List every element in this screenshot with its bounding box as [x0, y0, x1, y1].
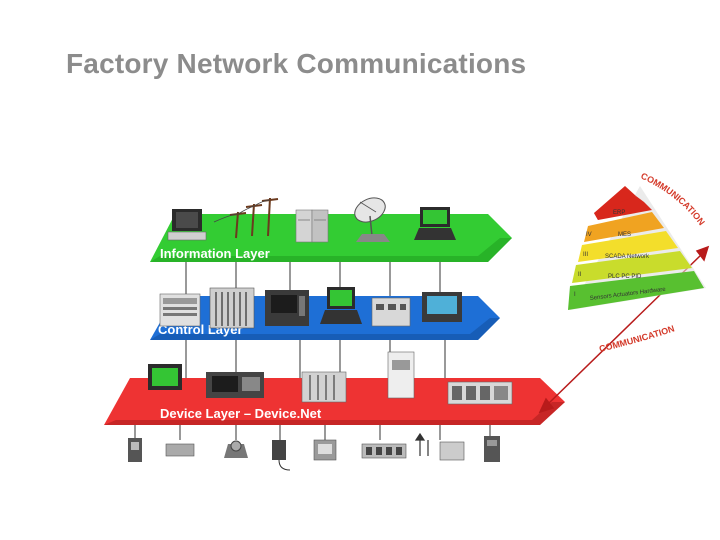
satellite-dish-icon	[354, 197, 390, 242]
server-icon	[295, 209, 329, 243]
motor-icon	[224, 440, 248, 458]
pyramid-arc-bottom: COMMUNICATION	[598, 323, 676, 354]
sensor-icon	[128, 438, 142, 462]
sensor-icon	[414, 432, 429, 456]
drive-icon	[387, 351, 415, 399]
pyramid-erp-label: ERP	[613, 210, 625, 216]
computer-icon	[167, 209, 207, 241]
plc-rack-icon	[209, 287, 255, 329]
pyramid-level-mes	[584, 212, 664, 242]
pyramid-level-sensors	[568, 271, 704, 310]
pyramid-mes-label: MES	[618, 232, 631, 238]
power-pole-icon	[213, 197, 279, 239]
information-layer-label: Information Layer	[160, 246, 270, 261]
io-block-icon	[361, 443, 407, 459]
pyramid-side-iv: IV	[586, 232, 592, 238]
io-block-icon	[165, 443, 195, 457]
io-block-icon	[301, 371, 347, 403]
pyramid-side-ii: II	[578, 272, 582, 278]
computer-icon	[148, 364, 182, 390]
laptop-icon	[320, 287, 362, 324]
plc-rack-icon	[159, 293, 201, 327]
pyramid-side-i: I	[574, 292, 576, 298]
device-layer-label: Device Layer – Device.Net	[160, 406, 322, 421]
pyramid-level-plc	[572, 251, 692, 283]
monitor-icon	[422, 292, 462, 322]
pyramid-side-iii: III	[583, 252, 588, 258]
page-title: Factory Network Communications	[66, 48, 527, 79]
pyramid-level-scada	[578, 231, 678, 262]
sensor-icon	[484, 436, 500, 462]
sensor-icon	[272, 440, 291, 471]
valve-icon	[313, 439, 337, 461]
communication-pyramid: ERP MES SCADA Network PLC PC PID Sensors…	[568, 171, 707, 354]
pyramid-plc-label: PLC PC PID	[608, 274, 642, 280]
drive-icon	[371, 297, 411, 327]
monitor-icon	[206, 372, 264, 398]
pyramid-scada-label: SCADA Network	[605, 254, 650, 260]
io-block-icon	[439, 441, 465, 461]
io-block-icon	[447, 381, 513, 405]
monitor-icon	[265, 290, 309, 326]
laptop-icon	[414, 207, 456, 240]
